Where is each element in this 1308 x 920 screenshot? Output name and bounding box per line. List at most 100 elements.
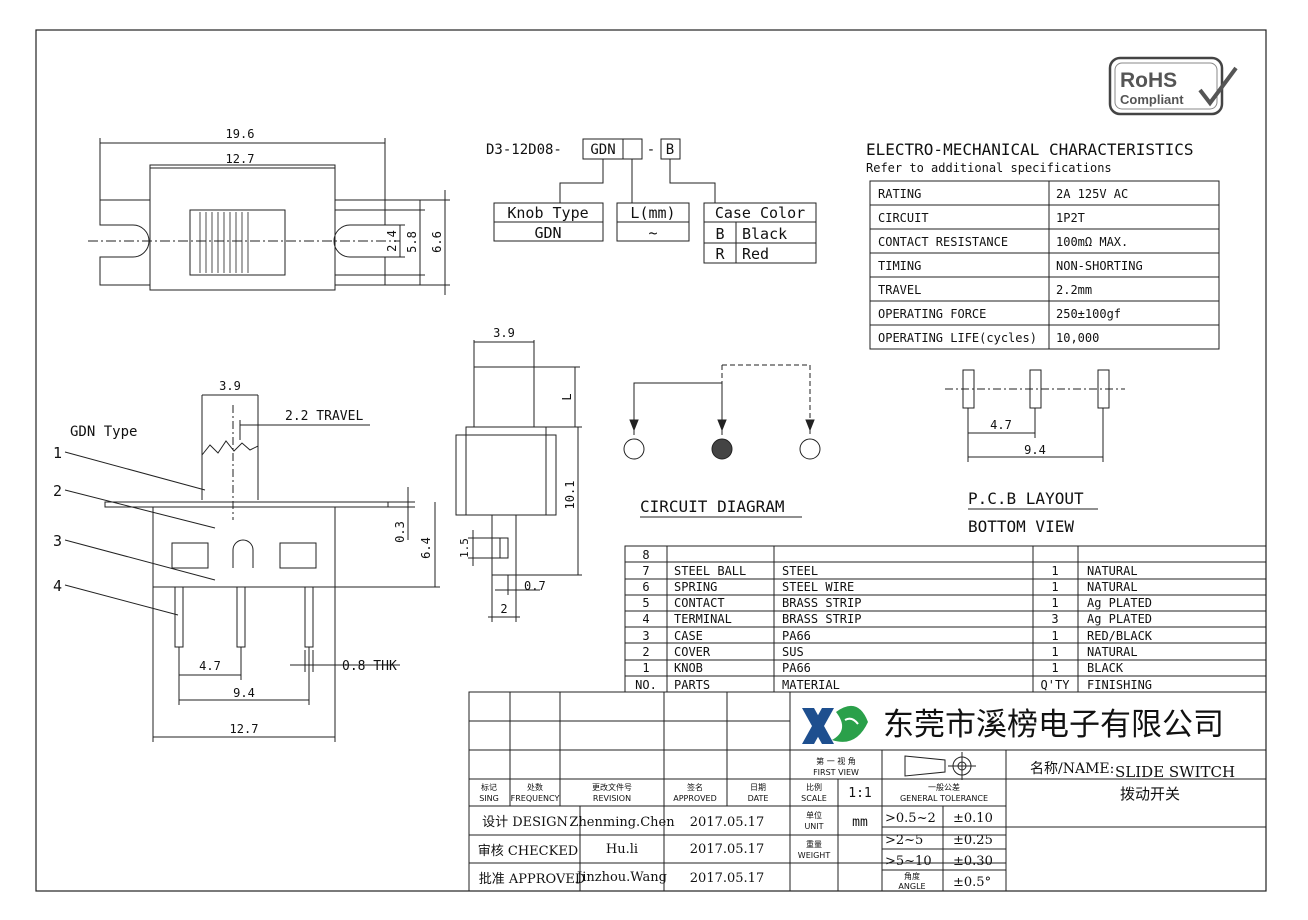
hdr-date-cn: 日期: [750, 783, 766, 792]
side-dim-2: 2: [500, 602, 507, 616]
hdr-appr-cn: 签名: [687, 782, 703, 792]
side-dim-07: 0.7: [524, 579, 546, 593]
design-label: 设计 DESIGN: [482, 815, 568, 830]
callout-4: 4: [53, 577, 62, 595]
parts-no-5: 5: [642, 596, 649, 610]
parts-table: [624, 545, 1267, 693]
electro-label-5: OPERATING FORCE: [878, 307, 986, 321]
parts-qty-5: 1: [1051, 596, 1058, 610]
hdr-freq-cn: 处数: [527, 782, 543, 792]
hdr-freq-en: FREQUENCY: [511, 794, 560, 803]
knob-type-label: Knob Type: [507, 204, 588, 222]
top-dim-overall: 19.6: [226, 127, 255, 141]
front-dim-64: 6.4: [419, 537, 433, 559]
hdr-sign-cn: 标记: [481, 782, 497, 792]
tol-range-2: >5~10: [885, 854, 932, 869]
design-date: 2017.05.17: [690, 815, 764, 830]
company-name: 东莞市溪榜电子有限公司: [883, 707, 1224, 743]
parts-mat-6: STEEL WIRE: [782, 580, 854, 594]
pcb-subtitle: BOTTOM VIEW: [968, 517, 1074, 536]
pcb-dim-94: 9.4: [1024, 443, 1046, 457]
approved-label: 批准 APPROVED: [479, 872, 586, 887]
pcb-title: P.C.B LAYOUT: [968, 489, 1084, 508]
callout-1: 1: [53, 444, 62, 462]
parts-no-1: 1: [642, 661, 649, 675]
parts-qty-3: 1: [1051, 629, 1058, 643]
rohs-line2: Compliant: [1120, 92, 1184, 107]
front-type-label: GDN Type: [70, 424, 137, 440]
parts-no-3: 3: [642, 629, 649, 643]
hdr-date-en: DATE: [748, 794, 769, 803]
parts-part-1: KNOB: [674, 661, 703, 675]
scale-value: 1:1: [848, 786, 871, 801]
unit-en: UNIT: [804, 822, 823, 831]
hdr-rev-cn: 更改文件号: [592, 782, 632, 792]
parts-qty-6: 1: [1051, 580, 1058, 594]
unit-value: mm: [852, 815, 868, 830]
tol-range-1: >2~5: [885, 833, 923, 848]
tol-range-0: >0.5~2: [885, 811, 936, 826]
electro-label-0: RATING: [878, 187, 921, 201]
parts-mat-7: STEEL: [782, 564, 818, 578]
part-code-knob-box: GDN: [590, 142, 615, 158]
first-angle-projection-icon: [904, 755, 946, 777]
parts-no-2: 2: [642, 645, 649, 659]
front-dim-47: 4.7: [199, 659, 221, 673]
electro-value-6: 10,000: [1056, 331, 1099, 345]
front-dim-knob: 3.9: [219, 379, 241, 393]
approved-name: Jinzhou.Wang: [575, 870, 667, 885]
callout-3: 3: [53, 532, 62, 550]
length-label: L(mm): [630, 204, 675, 222]
parts-fin-4: Ag PLATED: [1087, 612, 1152, 626]
parts-header-no: NO.: [635, 678, 657, 692]
parts-part-3: CASE: [674, 629, 703, 643]
checked-name: Hu.li: [606, 842, 638, 857]
scale-cn: 比例: [806, 782, 822, 792]
tol-cn: 一般公差: [928, 782, 960, 792]
side-dim-knob: 3.9: [493, 326, 515, 340]
parts-qty-1: 1: [1051, 661, 1058, 675]
front-dim-03: 0.3: [393, 521, 407, 543]
electro-value-0: 2A 125V AC: [1056, 187, 1128, 201]
rohs-line1: RoHS: [1120, 69, 1177, 92]
parts-fin-5: Ag PLATED: [1087, 596, 1152, 610]
parts-header-qty: Q'TY: [1041, 678, 1071, 692]
parts-fin-7: NATURAL: [1087, 564, 1138, 578]
color-name-black: Black: [742, 225, 787, 243]
unit-cn: 单位: [806, 810, 822, 820]
parts-header-part: PARTS: [674, 678, 710, 692]
parts-part-2: COVER: [674, 645, 711, 659]
circuit-diagram: [623, 364, 821, 518]
parts-part-6: SPRING: [674, 580, 717, 594]
color-code-b: B: [715, 225, 724, 243]
angle-cn: 角度: [904, 871, 920, 881]
electro-label-6: OPERATING LIFE(cycles): [878, 331, 1037, 345]
front-dim-127: 12.7: [230, 722, 259, 736]
pcb-dim-47: 4.7: [990, 418, 1012, 432]
top-dim-c: 6.6: [430, 231, 444, 253]
weight-cn: 重量: [806, 839, 822, 849]
parts-no-4: 4: [642, 612, 649, 626]
front-dim-thk: 0.8 THK: [342, 659, 397, 674]
tol-en: GENERAL TOLERANCE: [900, 794, 988, 803]
top-dim-a: 2.4: [385, 230, 399, 252]
parts-fin-6: NATURAL: [1087, 580, 1138, 594]
scale-en: SCALE: [801, 794, 827, 803]
parts-mat-3: PA66: [782, 629, 811, 643]
design-name: Zhenming.Chen: [569, 815, 675, 830]
pcb-layout: [945, 369, 1125, 510]
title-block: [468, 691, 1267, 892]
checked-label: 审核 CHECKED: [478, 844, 578, 859]
part-code-color-box: B: [666, 142, 674, 158]
parts-mat-2: SUS: [782, 645, 804, 659]
callout-2: 2: [53, 482, 62, 500]
part-code: D3-12D08- GDN - B Knob Type GDN L(mm) ~ …: [486, 138, 817, 264]
hdr-sign-en: SING: [479, 794, 499, 803]
electro-value-3: NON-SHORTING: [1056, 259, 1143, 273]
parts-qty-4: 3: [1051, 612, 1058, 626]
tol-value-3: ±0.5°: [953, 875, 991, 890]
rohs-logo: RoHS Compliant: [1108, 56, 1238, 116]
electro-label-4: TRAVEL: [878, 283, 921, 297]
electro-value-5: 250±100gf: [1056, 307, 1121, 321]
